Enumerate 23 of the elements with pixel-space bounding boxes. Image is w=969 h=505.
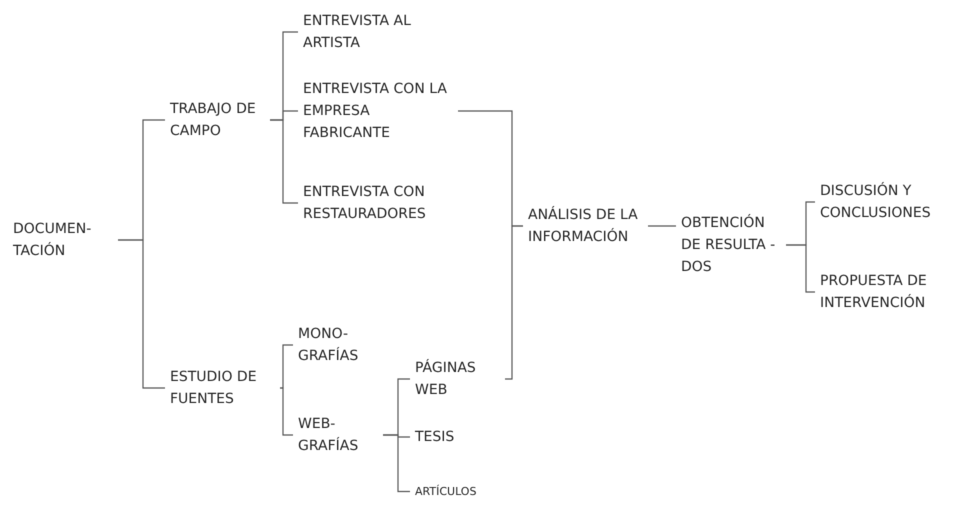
node-label: ESTUDIO DE FUENTES [170, 368, 258, 409]
connector-line [280, 387, 293, 436]
connector-line [383, 434, 410, 492]
node-label: ENTREVISTA CON LA EMPRESA FABRICANTE [303, 80, 448, 143]
node-label: MONO- GRAFÍAS [298, 325, 360, 366]
node-label: PROPUESTA DE INTERVENCIÓN [820, 272, 928, 313]
node-label: WEB- GRAFÍAS [298, 415, 360, 456]
connector-line [505, 225, 523, 380]
node-label: ARTÍCULOS [415, 484, 478, 500]
node-label: TESIS [415, 428, 456, 447]
connector-line [118, 239, 165, 389]
node-label: PÁGINAS WEB [415, 358, 477, 400]
connector-line [786, 244, 815, 293]
node-label: OBTENCIÓN DE RESULTA - DOS [681, 213, 776, 277]
node-label: ENTREVISTA CON RESTAURADORES [303, 183, 427, 224]
node-label: DOCUMEN- TACIÓN [13, 220, 92, 261]
node-label: ENTREVISTA AL ARTISTA [303, 12, 412, 53]
node-label: ANÁLISIS DE LA INFORMACIÓN [528, 205, 639, 247]
connector-line [270, 119, 298, 204]
node-label: DISCUSIÓN Y CONCLUSIONES [820, 181, 932, 223]
connector-line [648, 225, 676, 227]
node-label: TRABAJO DE CAMPO [170, 100, 257, 141]
connector-line [280, 344, 293, 389]
